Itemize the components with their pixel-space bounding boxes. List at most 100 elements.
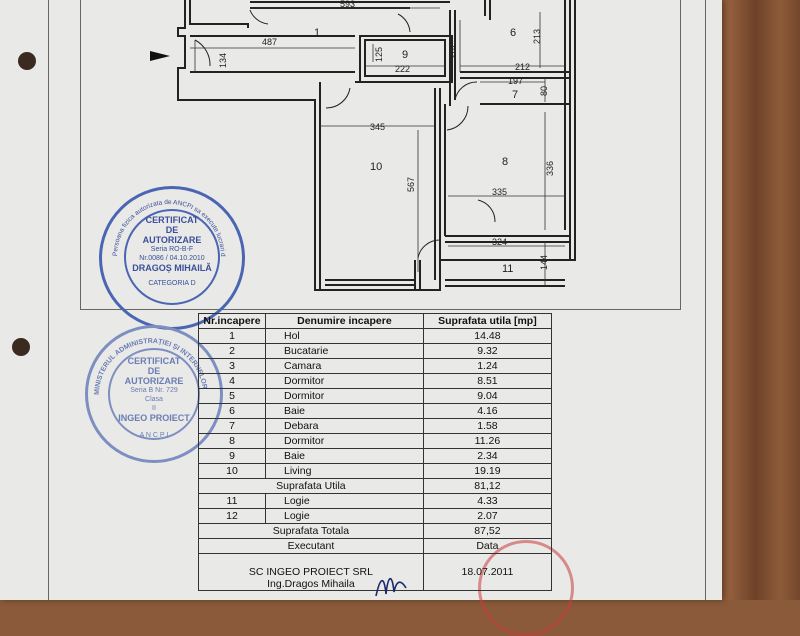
dimension-label: 222 [395,64,410,74]
column-header: Nr.incapere [198,313,266,329]
room-area: 4.33 [422,493,553,509]
room-name: Camara [264,358,424,374]
room-area: 1.58 [422,418,553,434]
room-name: Dormitor [264,433,424,449]
subtotal-row: Suprafata Utila 81,12 [198,478,553,494]
stamp-line: DE [165,225,179,235]
stamp-series: Seria RO-B-F [150,246,194,253]
stamp-number: Nr.0086 / 04.10.2010 [139,255,205,262]
room-number: 11 [198,493,266,509]
margin-line [48,0,49,600]
total-value: 87,52 [422,523,553,539]
room-name: Hol [264,328,424,344]
executant-header-row: Executant Data [198,538,553,554]
stamp-line: CERTIFICAT [145,215,199,225]
stamp-line: AUTORIZARE [124,376,184,386]
stamp-bottom: A N C P I [139,432,169,439]
date-cell: 18.07.2011 [422,553,553,591]
executant-label: Executant [198,538,424,554]
dimension-label: 144 [539,255,549,270]
column-header: Suprafata utila [mp] [422,313,553,329]
authorization-stamp: Persoana fizica autorizata de ANCPI sa e… [99,186,245,330]
stamp-line: AUTORIZARE [142,235,202,245]
dimension-label: 335 [492,187,507,197]
room-name: Baie [264,403,424,419]
room-area: 14.48 [422,328,553,344]
stamp-arc-text: Persoana fizica autorizata de ANCPI sa e… [99,186,226,257]
room-label: 9 [402,49,408,61]
room-name: Dormitor [264,373,424,389]
stamp-line: DE [147,366,161,376]
floor-plan: 1 6 9 7 10 8 11 593 487 134 125 222 314 … [177,0,576,291]
room-area: 2.34 [422,448,553,464]
room-name: Debara [264,418,424,434]
stamp-line: CERTIFICAT [127,356,181,366]
room-area: 9.04 [422,388,553,404]
room-label: 11 [502,263,513,275]
margin-line [705,0,706,600]
ministry-stamp: MINISTERUL ADMINISTRAȚIEI ȘI INTERNELOR … [85,325,223,463]
room-area: 8.51 [422,373,553,389]
frame-line [80,309,681,310]
room-area: 1.24 [422,358,553,374]
dimension-label: 197 [508,76,523,86]
room-number: 2 [198,343,266,359]
dimension-label: 487 [262,37,277,47]
room-name: Living [264,463,424,479]
frame-line [80,0,81,310]
room-number: 8 [198,433,266,449]
executant-row: SC INGEO PROIECT SRL Ing.Dragos Mihaila … [198,553,553,591]
subtotal-value: 81,12 [422,478,553,494]
room-area: 4.16 [422,403,553,419]
stamp-category: CATEGORIA D [148,280,196,287]
date-label: Data [422,538,553,554]
stamp-series: Seria B Nr. 729 [130,387,178,394]
entrance-arrow-icon [150,51,170,61]
room-label: 8 [502,156,508,168]
room-number: 12 [198,508,266,524]
frame-line [680,0,681,310]
room-number: 6 [198,403,266,419]
total-row: Suprafata Totala 87,52 [198,523,553,539]
room-area: 9.32 [422,343,553,359]
subtotal-label: Suprafata Utila [198,478,424,494]
room-number: 3 [198,358,266,374]
date-value: 18.07.2011 [461,566,514,578]
room-label: 1 [314,27,320,39]
punch-hole [12,338,30,356]
executant-cell: SC INGEO PROIECT SRL Ing.Dragos Mihaila [198,553,424,591]
column-header: Denumire incapere [264,313,424,329]
dimension-label: 336 [545,161,555,176]
dimension-label: 324 [492,237,507,247]
room-name: Logie [264,508,424,524]
room-name: Dormitor [264,388,424,404]
dimension-label: 213 [532,29,542,44]
room-name: Baie [264,448,424,464]
dimension-label: 345 [370,122,385,132]
dimension-label: 80 [539,86,549,96]
room-number: 4 [198,373,266,389]
executant-person: Ing.Dragos Mihaila [267,578,355,590]
room-name: Bucatarie [264,343,424,359]
room-number: 5 [198,388,266,404]
dimension-label: 593 [340,0,355,9]
room-number: 9 [198,448,266,464]
room-number: 1 [198,328,266,344]
stamp-class-value: II [152,405,156,412]
stamp-class-label: Clasa [145,396,163,403]
total-label: Suprafata Totala [198,523,424,539]
room-areas-table: Nr.incapere Denumire incapere Suprafata … [198,313,553,591]
dimension-label: 212 [515,62,530,72]
